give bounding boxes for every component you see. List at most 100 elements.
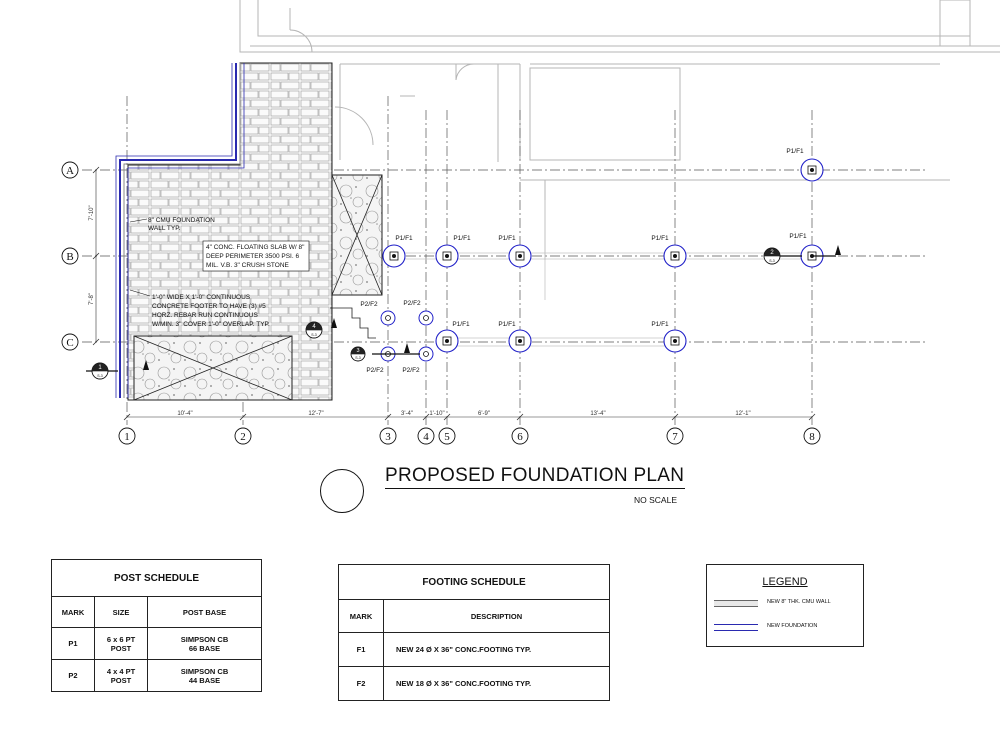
svg-text:1: 1 <box>98 365 102 371</box>
footing-p1-b5: P1/F1 <box>435 235 471 268</box>
post-mark: P1 <box>51 627 95 660</box>
post-header-base: POST BASE <box>147 596 262 628</box>
svg-text:4: 4 <box>312 324 316 330</box>
svg-text:5: 5 <box>444 431 450 443</box>
grid-bubble-2: 2 <box>234 427 252 445</box>
footings-p1: P1/F1 P1/F1 P1/F1 P1/F1 P1/F1 P1/F1 P1/F… <box>382 148 824 353</box>
svg-text:CONCRETE FOOTER TO HAVE (3) #5: CONCRETE FOOTER TO HAVE (3) #5 <box>152 303 266 310</box>
legend-swatch-foundation <box>714 624 758 631</box>
footings-p2: P2/F2 P2/F2 P2/F2 P2/F2 <box>360 255 836 374</box>
footing-p2-4a: P2/F2 <box>403 300 434 326</box>
svg-text:7: 7 <box>672 431 678 443</box>
svg-text:P1/F1: P1/F1 <box>651 235 669 242</box>
grid-bubble-3: 3 <box>379 427 397 445</box>
svg-text:S-3: S-3 <box>355 356 361 360</box>
footing-p1-b7: P1/F1 <box>651 235 687 268</box>
footing-p1-b8: P1/F1 <box>789 233 824 268</box>
footing-p1-a8: P1/F1 <box>786 148 824 182</box>
footing-description: NEW 18 Ø X 36" CONC.FOOTING TYP. <box>383 666 610 701</box>
svg-text:P2/F2: P2/F2 <box>360 301 378 308</box>
footing-mark: F2 <box>338 666 384 701</box>
legend-swatch-cmu <box>714 600 758 607</box>
footing-p2-4b: P2/F2 <box>402 346 434 374</box>
footing-schedule-table: FOOTING SCHEDULE MARK DESCRIPTION F1 NEW… <box>338 564 610 701</box>
table-row: F1 NEW 24 Ø X 36" CONC.FOOTING TYP. <box>338 632 610 667</box>
svg-text:8" CMU FOUNDATION: 8" CMU FOUNDATION <box>148 217 215 224</box>
dim-7-8: 12'-1" <box>735 411 750 417</box>
dim-1-2: 10'-4" <box>177 411 192 417</box>
svg-text:4" CONC. FLOATING SLAB W/ 8": 4" CONC. FLOATING SLAB W/ 8" <box>206 244 305 251</box>
footing-schedule-title: FOOTING SCHEDULE <box>338 564 610 600</box>
footing-p1-b6: P1/F1 <box>498 235 532 268</box>
drawing-title: PROPOSED FOUNDATION PLAN <box>385 465 685 486</box>
svg-text:MIL. V.B. 3" CRUSH STONE: MIL. V.B. 3" CRUSH STONE <box>206 262 290 269</box>
dim-6-7: 13'-4" <box>590 411 605 417</box>
legend-box: LEGEND NEW 8" THK. CMU WALL NEW FOUNDATI… <box>706 564 864 647</box>
legend-item-cmu-wall: NEW 8" THK. CMU WALL <box>714 598 854 608</box>
svg-text:6: 6 <box>517 431 523 443</box>
new-foundation-wall <box>115 63 245 398</box>
svg-text:P1/F1: P1/F1 <box>395 235 413 242</box>
footing-mark: F1 <box>338 632 384 667</box>
post-schedule-title: POST SCHEDULE <box>51 559 262 597</box>
svg-text:C: C <box>66 337 73 349</box>
dim-2-3: 12'-7" <box>308 411 323 417</box>
footing-p1-c7: P1/F1 <box>651 321 687 353</box>
legend-title: LEGEND <box>762 576 808 588</box>
section-tag-3: 3 S-3 <box>350 343 410 362</box>
dimension-string-vertical: 7'-10" 7'-8" <box>89 166 100 346</box>
dim-a-b: 7'-10" <box>89 205 95 220</box>
grid-bubble-4: 4 <box>417 427 435 445</box>
svg-text:WALL TYP.: WALL TYP. <box>148 225 181 232</box>
svg-text:P1/F1: P1/F1 <box>651 321 669 328</box>
grid-bubble-b: B <box>61 247 79 265</box>
svg-text:P1/F1: P1/F1 <box>789 233 807 240</box>
table-row: F2 NEW 18 Ø X 36" CONC.FOOTING TYP. <box>338 666 610 701</box>
section-tag-1: 1 S-3 <box>86 360 149 380</box>
svg-text:1'-0" WIDE X 1'-0" CONTINUOUS: 1'-0" WIDE X 1'-0" CONTINUOUS <box>152 294 251 301</box>
dimension-string-horizontal: 10'-4" 12'-7" 3'-4" 1'-10" 6'-9" 13'-4" … <box>123 411 816 421</box>
svg-text:P1/F1: P1/F1 <box>498 321 516 328</box>
post-header-mark: MARK <box>51 596 95 628</box>
section-tag-2: 2 S-3 <box>763 245 841 265</box>
grid-bubble-8: 8 <box>803 427 821 445</box>
svg-text:3: 3 <box>356 348 359 354</box>
grid-bubble-a: A <box>61 161 79 179</box>
footing-description: NEW 24 Ø X 36" CONC.FOOTING TYP. <box>383 632 610 667</box>
foundation-plan-drawing: A B C 1 2 3 4 5 6 7 8 10'-4" 12'-7" 3'-4… <box>61 0 1000 445</box>
svg-text:3: 3 <box>385 431 391 443</box>
svg-text:1: 1 <box>124 431 130 443</box>
grid-bubble-5: 5 <box>438 427 456 445</box>
svg-text:P1/F1: P1/F1 <box>452 321 470 328</box>
drawing-scale-note: NO SCALE <box>634 495 677 505</box>
svg-text:P1/F1: P1/F1 <box>786 148 804 155</box>
footing-p2-3a: P2/F2 <box>360 301 396 326</box>
beam-lines <box>388 200 812 347</box>
title-symbol <box>320 469 364 513</box>
svg-text:8: 8 <box>809 431 815 443</box>
svg-text:S-3: S-3 <box>97 374 103 378</box>
svg-text:P1/F1: P1/F1 <box>453 235 471 242</box>
svg-text:P2/F2: P2/F2 <box>402 367 420 374</box>
note-slab: 4" CONC. FLOATING SLAB W/ 8" DEEP PERIME… <box>202 240 310 272</box>
svg-text:DEEP PERIMETER 3500 PSI. 6: DEEP PERIMETER 3500 PSI. 6 <box>206 253 299 260</box>
post-header-size: SIZE <box>94 596 148 628</box>
footing-p1-c5: P1/F1 <box>435 321 470 353</box>
footing-header-mark: MARK <box>338 599 384 633</box>
grid-bubbles: A B C 1 2 3 4 5 6 7 8 <box>61 161 821 445</box>
dim-5-6: 6'-9" <box>478 411 490 417</box>
svg-text:HORZ. REBAR RUN CONTINUOUS: HORZ. REBAR RUN CONTINUOUS <box>152 312 258 319</box>
legend-item-foundation: NEW FOUNDATION <box>714 622 854 632</box>
grid-bubble-7: 7 <box>666 427 684 445</box>
svg-text:B: B <box>66 251 73 263</box>
dim-4-5: 1'-10" <box>429 411 444 417</box>
svg-text:2: 2 <box>240 431 246 443</box>
svg-text:2: 2 <box>770 250 774 256</box>
svg-text:P2/F2: P2/F2 <box>403 300 421 307</box>
svg-text:A: A <box>66 165 74 177</box>
